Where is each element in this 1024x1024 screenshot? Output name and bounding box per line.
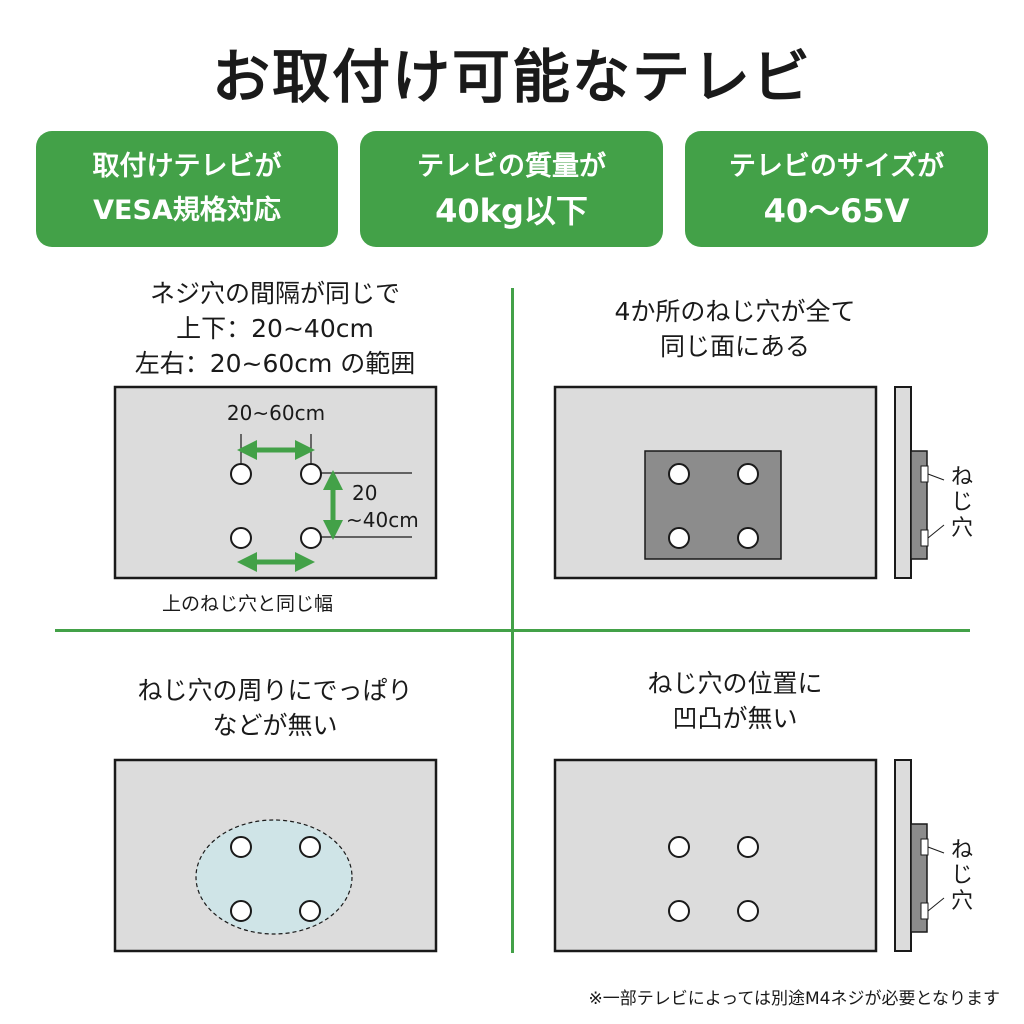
screw-hole <box>299 836 321 858</box>
screw-hole <box>230 836 252 858</box>
caption-spacing-line1: ネジ穴の間隔が同じで <box>149 279 400 308</box>
side-label-char: 穴 <box>951 889 973 914</box>
footnote: ※一部テレビによっては別途M4ネジが必要となります <box>588 989 1000 1009</box>
badge-size-line2: 40〜65V <box>763 192 910 230</box>
screw-hole <box>230 463 252 485</box>
screw-hole <box>737 527 759 549</box>
side-label-char: じ <box>951 863 973 888</box>
caption-no-unevenness-line1: ねじ穴の位置に <box>647 669 823 698</box>
width-label: 20~60cm <box>227 401 325 425</box>
screw-hole <box>668 463 690 485</box>
badge-weight-line1: テレビの質量が <box>417 151 606 182</box>
tv-side-view <box>894 759 912 952</box>
badge-size-line1: テレビのサイズが <box>728 151 945 182</box>
side-label-char: ね <box>951 838 973 863</box>
caption-no-unevenness-line2: 凹凸が無い <box>672 704 798 733</box>
badge-size: テレビのサイズが 40〜65V <box>685 131 988 247</box>
side-screw-hole <box>920 465 929 483</box>
caption-spacing-line3: 左右：20~60cm の範囲 <box>134 349 416 378</box>
badge-vesa-line2: VESA規格対応 <box>93 195 281 226</box>
badge-weight-line2: 40kg以下 <box>435 192 588 230</box>
height-label-1: 20 <box>352 481 377 505</box>
tv-back-no-unevenness: ね じ 穴 <box>553 758 973 953</box>
screw-hole <box>737 463 759 485</box>
screw-hole <box>300 463 322 485</box>
screw-hole <box>668 527 690 549</box>
side-label-char: ね <box>951 465 973 490</box>
side-screw-hole <box>920 902 929 920</box>
tv-back-no-protrusion <box>113 758 438 953</box>
caption-no-protrusion: ねじ穴の周りにでっぱり などが無い <box>80 673 470 743</box>
badge-vesa-line1: 取付けテレビが <box>92 151 282 182</box>
mount-plate <box>644 450 782 560</box>
screw-hole <box>300 527 322 549</box>
caption-no-protrusion-line1: ねじ穴の周りにでっぱり <box>137 676 413 705</box>
vertical-divider <box>511 288 514 953</box>
caption-no-unevenness: ねじ穴の位置に 凹凸が無い <box>540 666 930 736</box>
tv-back-spacing: 20~60cm 20 ~40cm <box>113 385 438 580</box>
same-width-label: 上のねじ穴と同じ幅 <box>162 593 334 615</box>
screw-hole <box>668 900 690 922</box>
caption-same-plane: 4か所のねじ穴が全て 同じ面にある <box>540 294 930 364</box>
screw-hole <box>737 836 759 858</box>
badge-weight: テレビの質量が 40kg以下 <box>360 131 663 247</box>
side-label-char: じ <box>951 490 973 515</box>
caption-spacing-line2: 上下：20~40cm <box>176 314 374 343</box>
side-label-char: 穴 <box>951 516 973 541</box>
page-title: お取付け可能なテレビ <box>211 43 812 111</box>
side-screw-hole <box>920 529 929 547</box>
screw-hole <box>737 900 759 922</box>
protrusion-area <box>195 819 353 935</box>
screw-hole <box>230 900 252 922</box>
screw-hole <box>230 527 252 549</box>
caption-no-protrusion-line2: などが無い <box>212 711 338 740</box>
screw-hole <box>299 900 321 922</box>
caption-same-plane-line2: 同じ面にある <box>659 332 810 361</box>
caption-same-plane-line1: 4か所のねじ穴が全て <box>614 297 856 326</box>
horizontal-divider <box>55 629 970 632</box>
caption-spacing: ネジ穴の間隔が同じで 上下：20~40cm 左右：20~60cm の範囲 <box>80 276 470 381</box>
badge-vesa: 取付けテレビが VESA規格対応 <box>36 131 338 247</box>
screw-hole <box>668 836 690 858</box>
side-screw-hole <box>920 838 929 856</box>
height-label-2: ~40cm <box>346 508 419 532</box>
tv-back-same-plane: ね じ 穴 <box>553 385 973 580</box>
tv-side-view <box>894 386 912 579</box>
